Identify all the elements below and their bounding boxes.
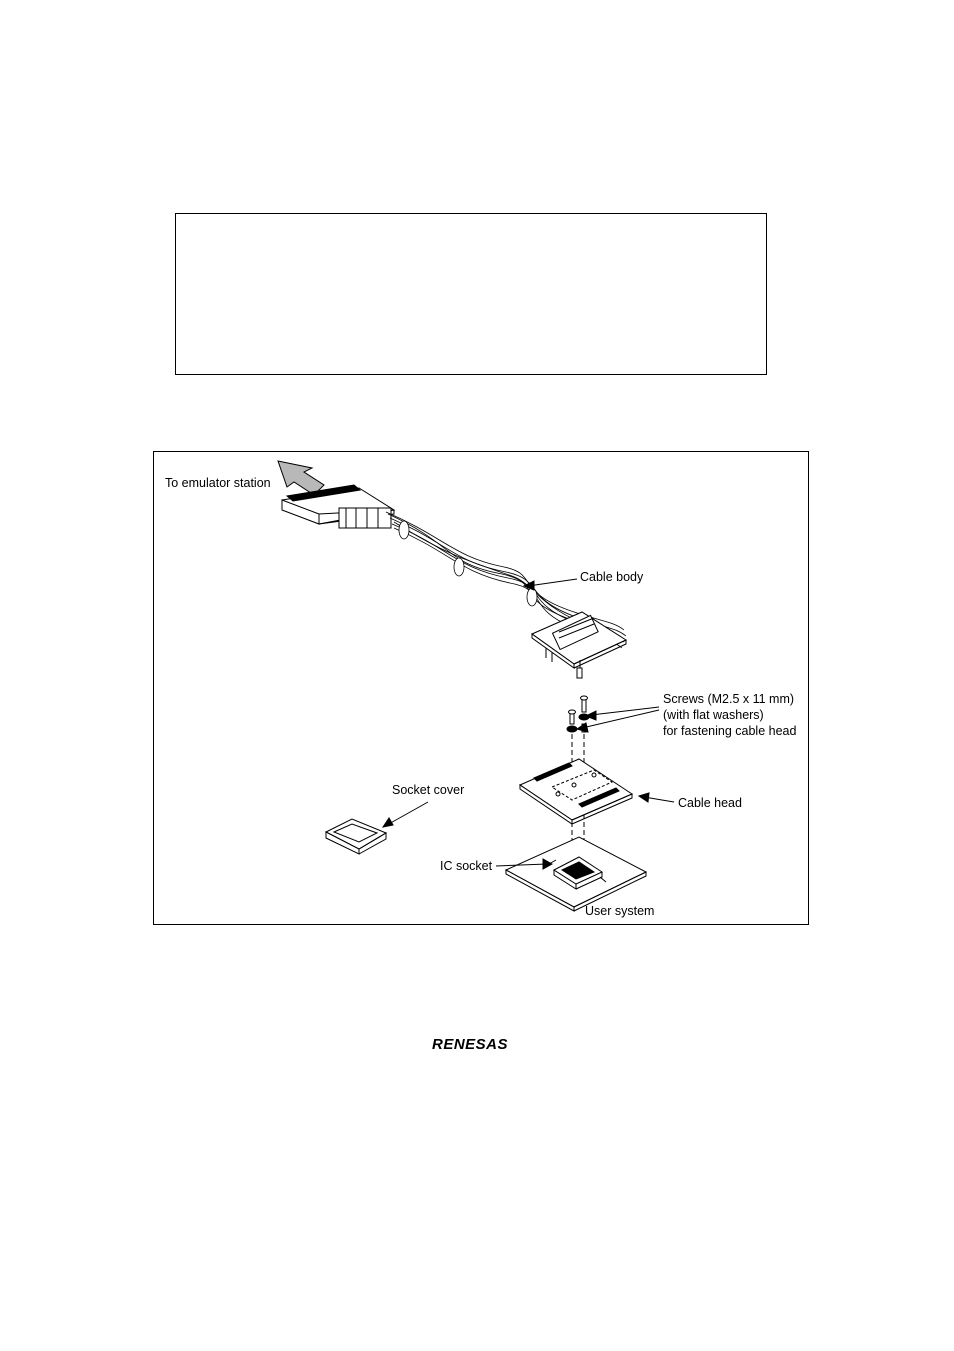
label-cable-body: Cable body xyxy=(580,570,644,584)
leader-lines xyxy=(381,578,675,870)
figure-frame: To emulator station Cable body Screws (M… xyxy=(153,451,809,925)
label-screws-line2: (with flat washers) xyxy=(663,708,764,722)
cable-board xyxy=(530,611,628,679)
label-cable-head: Cable head xyxy=(678,796,742,810)
label-screws-line3: for fastening cable head xyxy=(663,724,797,738)
note-box xyxy=(175,213,767,375)
label-socket-cover: Socket cover xyxy=(392,783,465,797)
label-user-system: User system xyxy=(585,904,655,918)
socket-cover xyxy=(324,818,388,855)
emulator-connector xyxy=(281,484,396,529)
label-ic-socket: IC socket xyxy=(440,859,493,873)
renesas-logo: RENESAS xyxy=(432,1036,509,1053)
label-to-emulator: To emulator station xyxy=(165,476,271,490)
cable-head-board xyxy=(518,758,634,825)
assembly-diagram xyxy=(277,460,675,912)
direction-arrow xyxy=(277,460,325,496)
label-screws-line1: Screws (M2.5 x 11 mm) xyxy=(663,692,795,706)
